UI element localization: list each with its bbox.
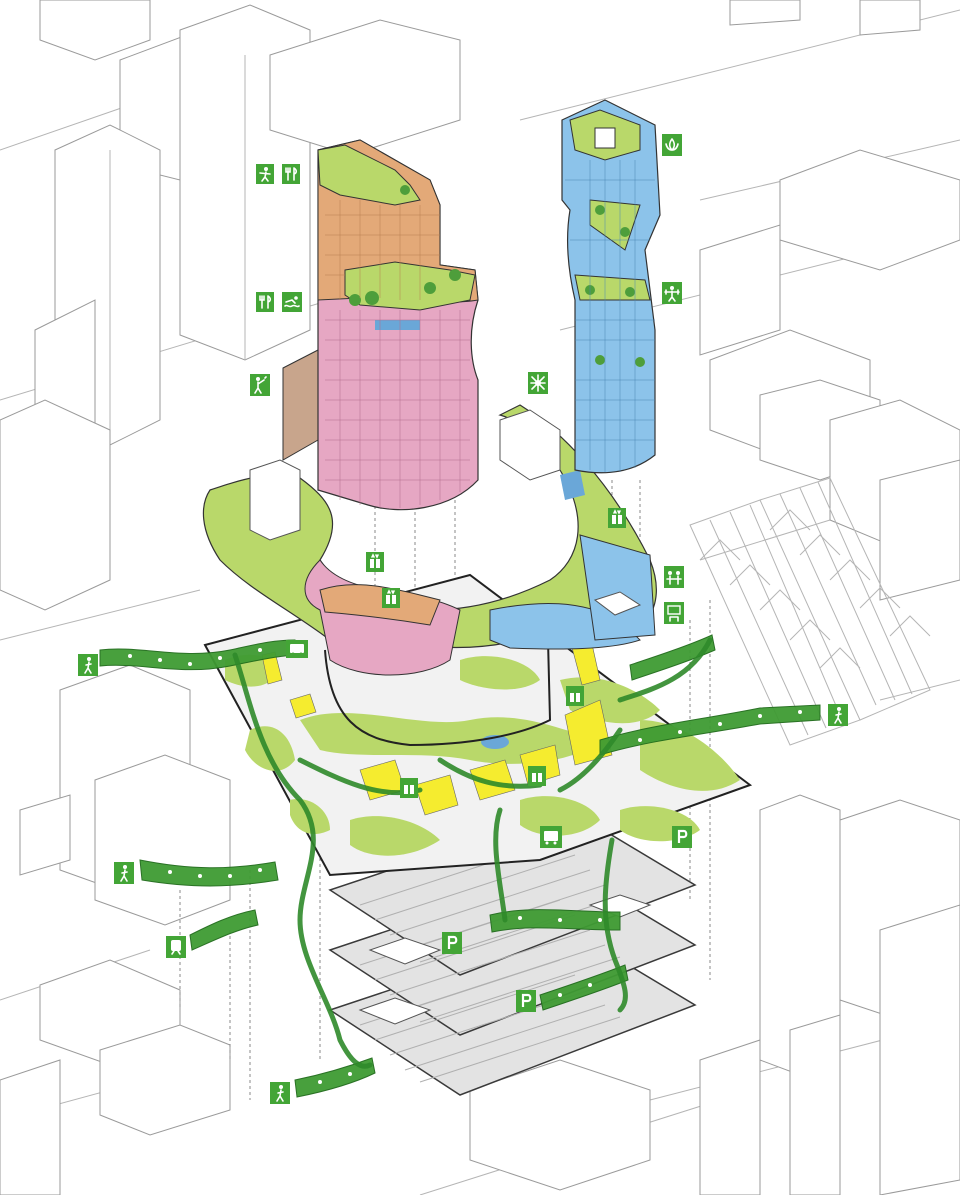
bus-icon: [540, 826, 562, 848]
walking-icon: [78, 654, 98, 676]
dining-icon: [282, 164, 300, 184]
elevator-icon: [400, 778, 418, 798]
swimming-icon: [282, 292, 302, 312]
walking-icon: [828, 704, 848, 726]
sky-bridge: [202, 404, 657, 676]
parking-icon: [442, 932, 462, 954]
elevator-icon: [528, 766, 546, 786]
fitness-icon: [662, 282, 682, 304]
metro-icon: [166, 936, 186, 958]
elevator-icon: [608, 508, 626, 528]
tennis-icon: [250, 374, 270, 396]
tai-chi-icon: [256, 164, 274, 184]
elevator-icon: [566, 686, 584, 706]
dining-icon: [256, 292, 274, 312]
exhibition-icon: [664, 602, 684, 624]
meeting-icon: [664, 566, 684, 588]
lotus-icon: [662, 134, 682, 156]
pedestrian-routes: [99, 634, 821, 1098]
parking-icon: [672, 826, 692, 848]
walking-icon: [270, 1082, 290, 1104]
yoga-icon: [528, 372, 548, 394]
elevator-icon: [382, 588, 400, 608]
elevator-icon: [366, 552, 384, 572]
bus-icon: [286, 640, 308, 658]
parking-icon: [516, 990, 536, 1012]
walking-icon: [114, 862, 134, 884]
tower-west: [282, 139, 479, 511]
tower-east: [561, 99, 661, 474]
